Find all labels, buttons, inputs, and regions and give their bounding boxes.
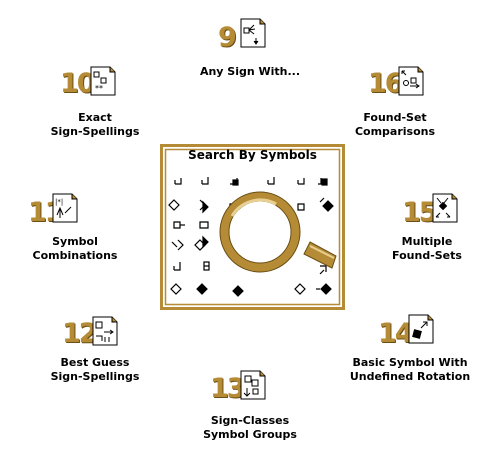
combination-icon: |*|	[52, 193, 78, 223]
option-number: 12	[62, 318, 98, 349]
option-label-line2: Symbol Groups	[203, 428, 297, 441]
option-label-line2: Found-Sets	[392, 249, 462, 262]
option-number: 13	[210, 373, 246, 404]
option-label-line2: Undefined Rotation	[349, 370, 471, 383]
any-sign-icon	[240, 18, 266, 48]
svg-text:|*|: |*|	[55, 198, 63, 206]
option-label-line1: Basic Symbol With	[352, 356, 468, 369]
option-label-line1: Best Guess	[60, 356, 130, 369]
option-number: 9	[218, 22, 237, 53]
option-label-line2: Combinations	[32, 249, 118, 262]
option-label-line2: Sign-Spellings	[50, 125, 140, 138]
svg-text:**: **	[95, 84, 103, 93]
multiple-sets-icon	[432, 193, 458, 223]
option-number: 10	[60, 68, 96, 99]
option-label-line1: Exact	[78, 111, 112, 124]
option-label-line2: Comparisons	[354, 125, 436, 138]
option-number: 15	[402, 197, 438, 228]
option-label-line1: Symbol	[52, 235, 98, 248]
rotation-icon	[408, 314, 434, 344]
best-guess-icon	[92, 316, 118, 346]
comparison-icon	[398, 66, 424, 96]
magnifying-glass-icon	[219, 191, 337, 273]
exact-spelling-icon: **	[90, 66, 116, 96]
sign-classes-icon	[240, 370, 266, 400]
option-label-line2: Sign-Spellings	[50, 370, 140, 383]
option-label-line1: Multiple	[401, 235, 453, 248]
symbol-grid	[168, 177, 334, 297]
option-label: Any Sign With...	[199, 65, 301, 78]
option-label-line1: Sign-Classes	[210, 414, 290, 427]
option-number: 14	[378, 318, 414, 349]
option-number: 16	[368, 68, 404, 99]
panel-title: Search By Symbols	[188, 148, 317, 162]
search-by-symbols-panel[interactable]	[160, 144, 345, 310]
option-label-line1: Found-Set	[363, 111, 427, 124]
